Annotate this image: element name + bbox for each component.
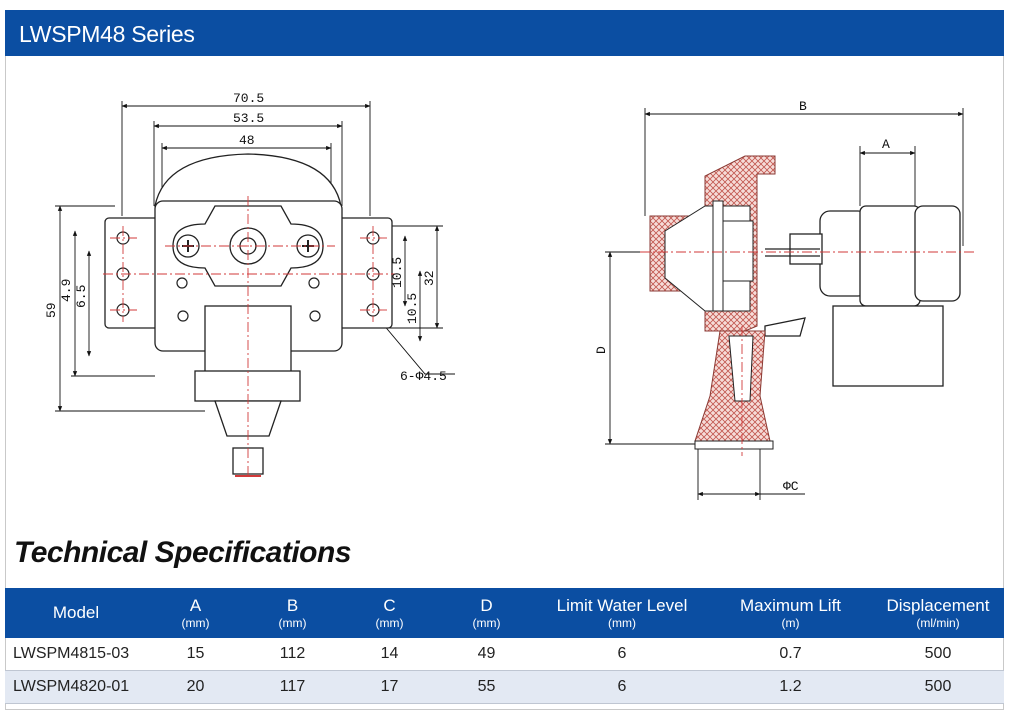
dim-6-5: 6.5 [74, 285, 89, 308]
cell-limit-water-level: 6 [535, 670, 709, 704]
side-view: B A D ΦC [594, 99, 975, 500]
col-header-limit-water-level: Limit Water Level(mm) [535, 588, 709, 638]
cell-displacement: 500 [872, 638, 1004, 671]
cell-model: LWSPM4815-03 [5, 638, 147, 671]
series-banner: LWSPM48 Series [5, 10, 1004, 56]
dim-D: D [594, 346, 609, 354]
series-title: LWSPM48 Series [19, 21, 195, 47]
cell-displacement: 500 [872, 670, 1004, 704]
section-heading: Technical Specifications [14, 536, 352, 569]
dim-10-5-lower: 10.5 [405, 293, 420, 324]
table-row: LWSPM4820-01 20 117 17 55 6 1.2 500 [5, 670, 1004, 704]
cell-b: 112 [244, 638, 341, 671]
dim-48: 48 [239, 133, 255, 148]
col-header-b: B(mm) [244, 588, 341, 638]
cell-d: 55 [438, 670, 535, 704]
dim-10-5-upper: 10.5 [390, 257, 405, 288]
cell-limit-water-level: 6 [535, 638, 709, 671]
front-view: 70.5 53.5 48 59 4.9 6.5 10.5 10.5 32 6-Φ… [44, 91, 455, 477]
cell-model: LWSPM4820-01 [5, 670, 147, 704]
dim-32: 32 [422, 270, 437, 286]
technical-drawing: 70.5 53.5 48 59 4.9 6.5 10.5 10.5 32 6-Φ… [44, 91, 975, 500]
dim-B: B [799, 99, 807, 114]
col-header-d: D(mm) [438, 588, 535, 638]
dim-53-5: 53.5 [233, 111, 264, 126]
col-header-maximum-lift: Maximum Lift(m) [709, 588, 872, 638]
dim-70-5: 70.5 [233, 91, 264, 106]
cell-a: 15 [147, 638, 244, 671]
col-header-model: Model [5, 588, 147, 638]
dim-4-9: 4.9 [59, 279, 74, 302]
col-header-displacement: Displacement(ml/min) [872, 588, 1004, 638]
cell-maximum-lift: 1.2 [709, 670, 872, 704]
dim-A: A [882, 137, 890, 152]
table-header-row: Model A(mm) B(mm) C(mm) D(mm) Limit Wate… [5, 588, 1004, 638]
cell-maximum-lift: 0.7 [709, 638, 872, 671]
cell-d: 49 [438, 638, 535, 671]
spec-table: Model A(mm) B(mm) C(mm) D(mm) Limit Wate… [5, 588, 1004, 704]
dim-59: 59 [44, 302, 59, 318]
dim-holes: 6-Φ4.5 [400, 369, 447, 384]
cell-c: 17 [341, 670, 438, 704]
dim-phi-C: ΦC [783, 479, 799, 494]
cell-b: 117 [244, 670, 341, 704]
col-header-a: A(mm) [147, 588, 244, 638]
col-header-c: C(mm) [341, 588, 438, 638]
table-row: LWSPM4815-03 15 112 14 49 6 0.7 500 [5, 638, 1004, 671]
cell-a: 20 [147, 670, 244, 704]
cell-c: 14 [341, 638, 438, 671]
